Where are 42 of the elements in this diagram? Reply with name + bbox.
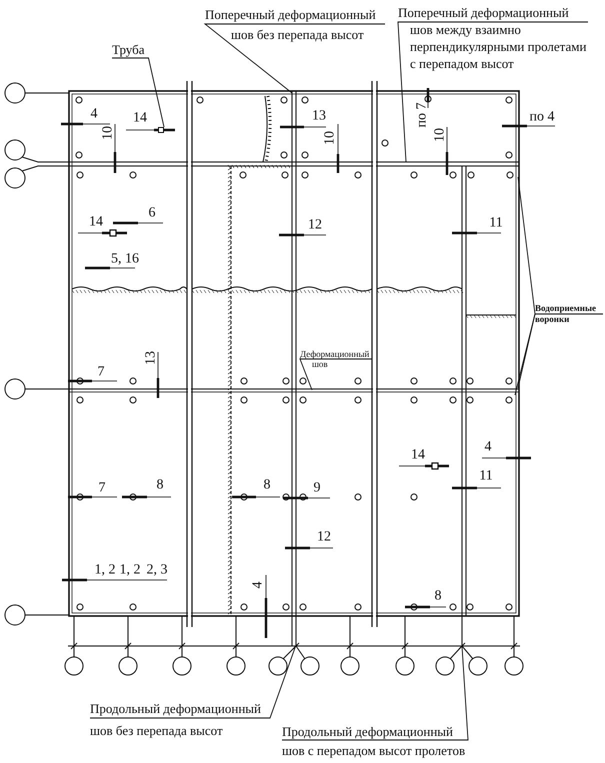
leader-line xyxy=(90,644,296,718)
callout-number: 7 xyxy=(98,480,106,496)
leader-line xyxy=(204,24,386,94)
callout-number: 14 xyxy=(411,448,425,462)
callout-number: 10 xyxy=(322,131,338,145)
leader-text: Поперечный деформационный шов без перепада высот xyxy=(205,5,385,45)
leader-text: Поперечный деформационный шов между взаимно перпендикулярными пролетами с перепадом высот xyxy=(398,4,588,72)
callout-number: 6 xyxy=(148,206,156,220)
leader-line xyxy=(299,358,372,390)
callout-number: 14 xyxy=(89,214,103,230)
callout-number: 4 xyxy=(484,440,492,454)
callout-number: 10 xyxy=(432,128,448,142)
callout-number: 13 xyxy=(144,351,158,365)
callout-number: 14 xyxy=(133,110,147,126)
leader-text: Труба xyxy=(112,42,148,58)
callout-number: по 7 xyxy=(414,102,430,128)
callout-number: 1, 2 xyxy=(94,562,116,578)
callout-number: 5, 16 xyxy=(111,252,139,266)
leader-text: Водоприемные воронки xyxy=(535,303,603,325)
callout-number: 11 xyxy=(489,216,503,230)
callout-number: 8 xyxy=(434,588,442,604)
leader-text: Продольный деформационный шов с перепадом высот пролетов xyxy=(282,722,468,760)
callout-number: 7 xyxy=(98,364,104,380)
pipe-marker xyxy=(158,127,164,133)
leader-text: Деформационный шов xyxy=(300,349,372,369)
callout-number: 12 xyxy=(308,218,322,232)
callout-number: 13 xyxy=(312,108,326,124)
callout-number: 12 xyxy=(317,530,331,544)
leader-line xyxy=(112,58,164,128)
callout-number: 8 xyxy=(264,478,270,492)
callout-number: 11 xyxy=(479,468,493,484)
callout-number: 10 xyxy=(100,126,116,140)
callout-number: 9 xyxy=(314,480,320,496)
leader-line xyxy=(398,22,588,162)
callout-number: 1, 2 xyxy=(120,562,140,578)
leader-text: Продольный деформационный шов без перепада высот xyxy=(90,698,270,742)
callout-number: 4 xyxy=(90,106,98,122)
callout-number: 4 xyxy=(250,582,266,588)
callout-number: по 4 xyxy=(530,110,554,124)
callout-number: 8 xyxy=(156,478,164,492)
leader-line xyxy=(282,646,468,740)
callout-number: 2, 3 xyxy=(146,562,168,578)
